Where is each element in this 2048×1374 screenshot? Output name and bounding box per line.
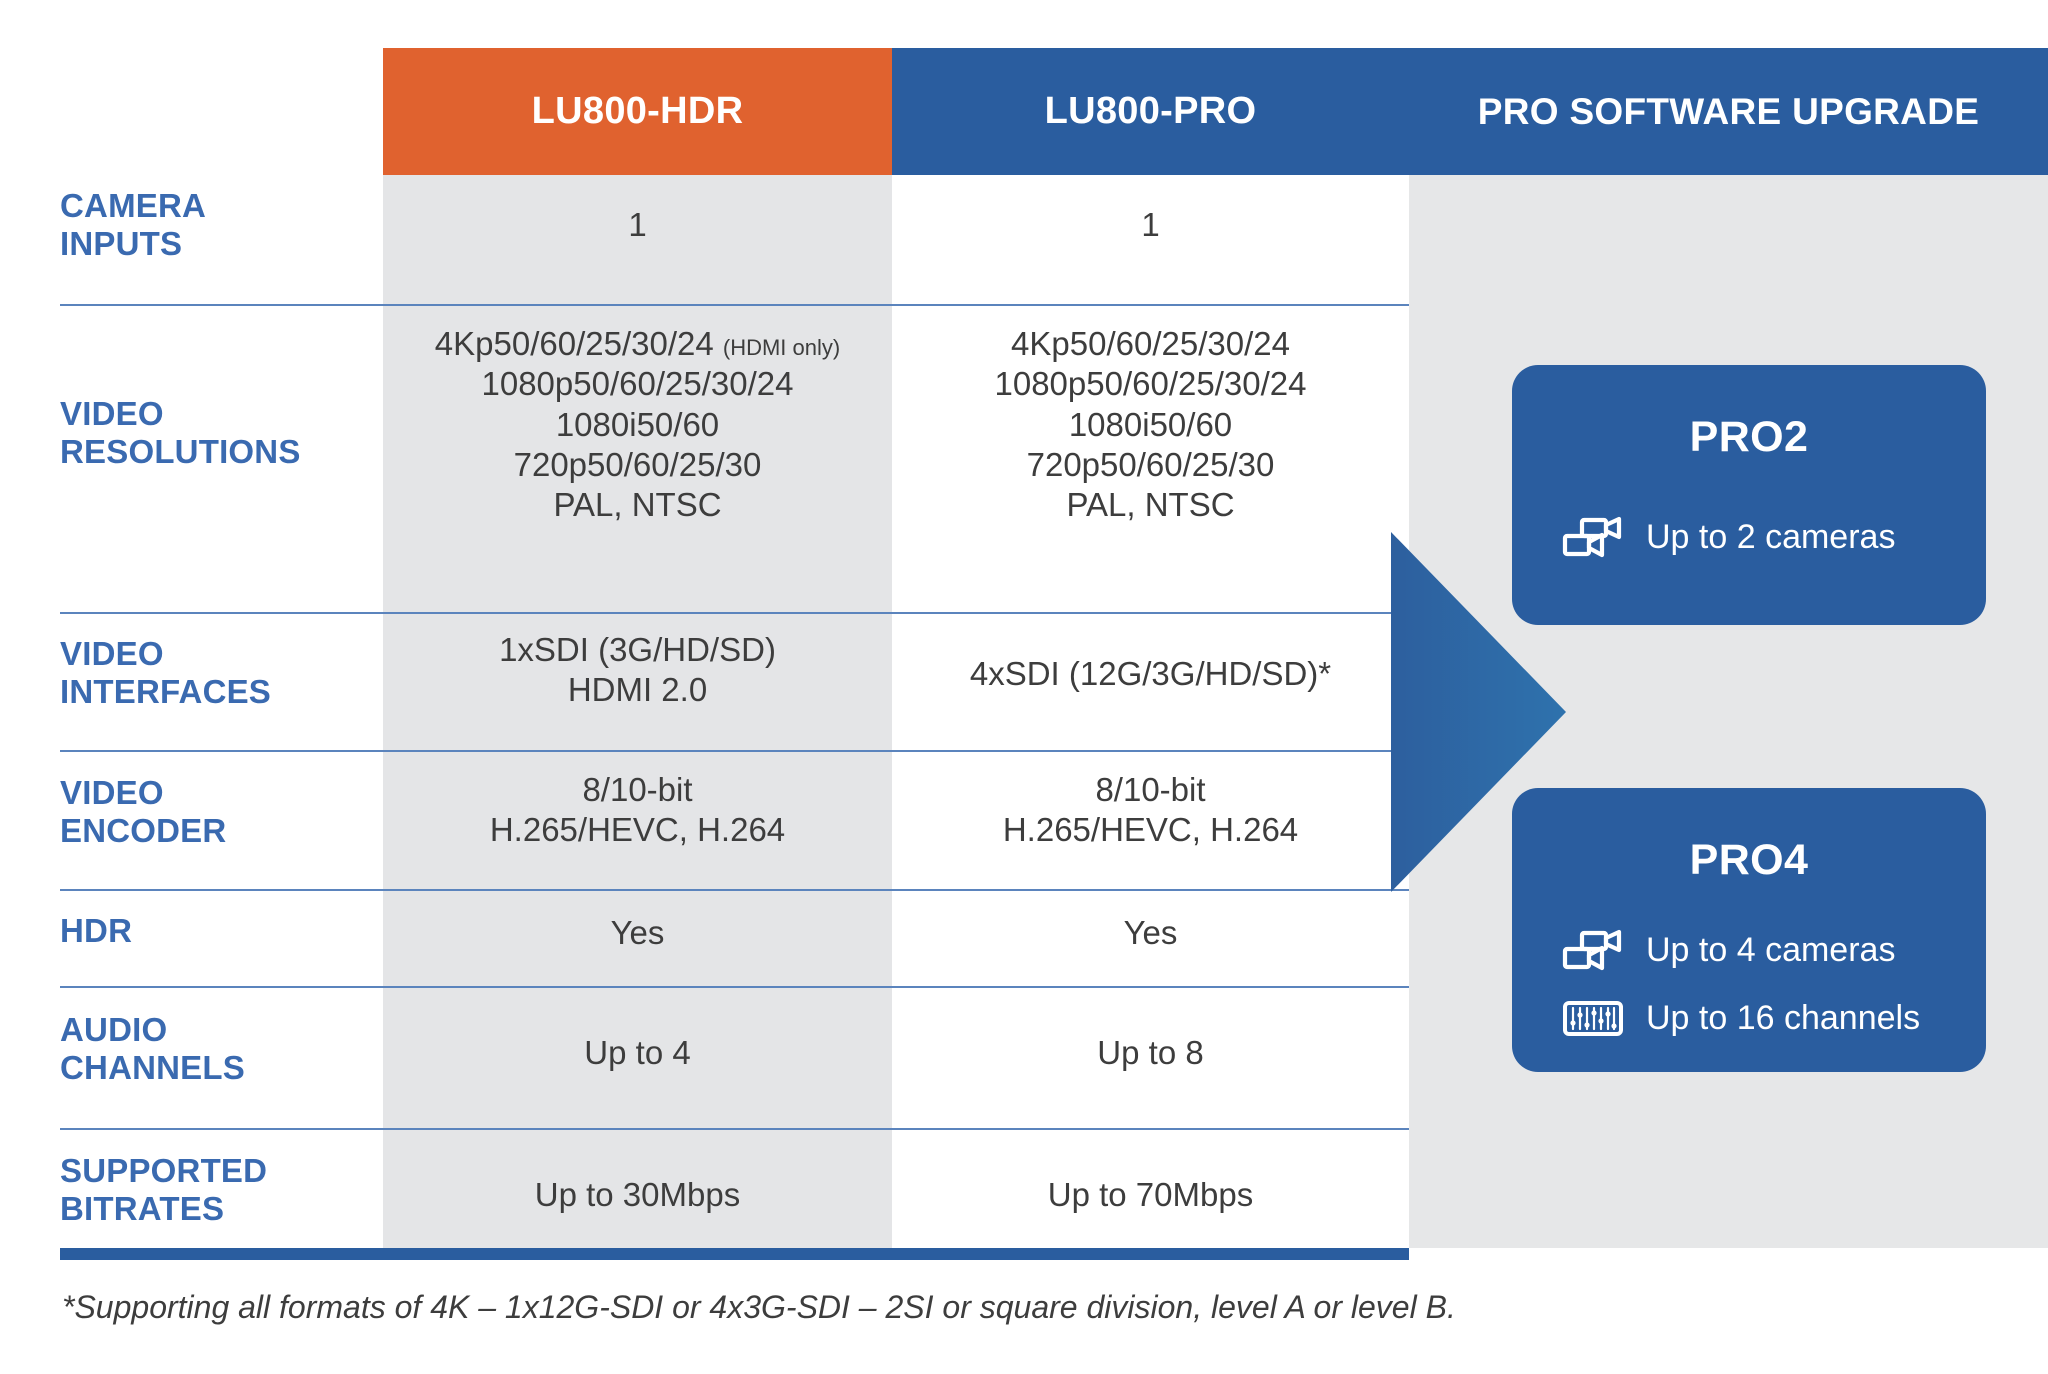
column-header-lu800-pro: LU800-PRO <box>892 48 1409 175</box>
upgrade-card-pro4-feature-cameras: Up to 4 cameras <box>1512 927 1986 973</box>
hdmi-only-note: (HDMI only) <box>722 335 841 360</box>
upgrade-card-pro2-feature-cameras: Up to 2 cameras <box>1512 514 1986 560</box>
cell-audio-channels-pro: Up to 8 <box>1097 1034 1204 1071</box>
cell-video-interfaces-hdr: 1xSDI (3G/HD/SD) HDMI 2.0 <box>499 631 776 709</box>
cell-camera-inputs-pro: 1 <box>1141 206 1160 243</box>
table-row: VIDEO RESOLUTIONS 4Kp50/60/25/30/24 (HDM… <box>60 306 1409 581</box>
row-label-supported-bitrates: SUPPORTED BITRATES <box>60 1152 268 1227</box>
table-row: CAMERA INPUTS 1 1 <box>60 175 1409 285</box>
cell-video-resolutions-hdr: 4Kp50/60/25/30/24 (HDMI only) 1080p50/60… <box>434 325 841 523</box>
cell-video-resolutions-pro: 4Kp50/60/25/30/24 1080p50/60/25/30/24 10… <box>994 325 1307 523</box>
table-bottom-rule <box>60 1248 1409 1260</box>
audio-mixer-icon <box>1562 995 1624 1041</box>
column-header-pro-software-upgrade-label: PRO SOFTWARE UPGRADE <box>1477 90 1980 132</box>
upgrade-card-pro4-feature-channels-label: Up to 16 channels <box>1646 998 1921 1037</box>
column-header-lu800-pro-label: LU800-PRO <box>1044 90 1257 132</box>
upgrade-card-pro2-feature-cameras-label: Up to 2 cameras <box>1646 517 1896 556</box>
cell-camera-inputs-hdr: 1 <box>628 206 647 243</box>
upgrade-card-pro4-feature-cameras-label: Up to 4 cameras <box>1646 930 1896 969</box>
upgrade-card-pro4[interactable]: PRO4 Up to 4 cameras <box>1512 788 1986 1072</box>
table-row: HDR Yes Yes <box>60 891 1409 986</box>
table-row: VIDEO INTERFACES 1xSDI (3G/HD/SD) HDMI 2… <box>60 614 1409 749</box>
column-header-lu800-hdr: LU800-HDR <box>383 48 892 175</box>
cell-video-encoder-pro: 8/10-bit H.265/HEVC, H.264 <box>1002 771 1299 849</box>
cell-video-interfaces-pro: 4xSDI (12G/3G/HD/SD)* <box>969 655 1332 692</box>
column-header-pro-software-upgrade: PRO SOFTWARE UPGRADE <box>1409 48 2048 175</box>
cell-video-encoder-hdr: 8/10-bit H.265/HEVC, H.264 <box>489 771 786 849</box>
table-row: VIDEO ENCODER 8/10-bit H.265/HEVC, H.264… <box>60 752 1409 889</box>
row-divider <box>60 304 1409 306</box>
row-divider <box>60 612 1409 614</box>
cell-supported-bitrates-pro: Up to 70Mbps <box>1047 1176 1254 1213</box>
row-label-video-resolutions: VIDEO RESOLUTIONS <box>60 395 301 470</box>
cell-supported-bitrates-hdr: Up to 30Mbps <box>534 1176 741 1213</box>
cell-hdr-pro: Yes <box>1123 914 1178 951</box>
upgrade-card-pro4-feature-channels: Up to 16 channels <box>1512 995 1986 1041</box>
upgrade-card-pro2[interactable]: PRO2 Up to 2 cameras <box>1512 365 1986 625</box>
table-row: SUPPORTED BITRATES Up to 30Mbps Up to 70… <box>60 1130 1409 1248</box>
dual-camera-icon <box>1562 514 1624 560</box>
upgrade-card-pro2-title: PRO2 <box>1689 413 1809 461</box>
row-divider <box>60 986 1409 988</box>
dual-camera-icon <box>1562 927 1624 973</box>
row-label-audio-channels: AUDIO CHANNELS <box>60 1011 245 1086</box>
hdr-column-shading <box>383 175 892 1248</box>
column-header-lu800-hdr-label: LU800-HDR <box>531 90 744 132</box>
row-divider <box>60 750 1409 752</box>
footnote-text: *Supporting all formats of 4K – 1x12G-SD… <box>62 1289 1456 1325</box>
upgrade-arrow-icon <box>1391 532 1566 892</box>
spec-comparison-table: CAMERA INPUTS 1 1 VIDEO RESOLUTIONS 4Kp5… <box>60 175 1409 1248</box>
row-label-video-encoder: VIDEO ENCODER <box>60 774 227 849</box>
row-label-camera-inputs: CAMERA INPUTS <box>60 187 207 262</box>
table-row: AUDIO CHANNELS Up to 4 Up to 8 <box>60 988 1409 1128</box>
cell-hdr-hdr: Yes <box>610 914 665 951</box>
row-label-hdr: HDR <box>60 912 133 949</box>
row-divider <box>60 889 1409 891</box>
upgrade-card-pro4-title: PRO4 <box>1689 836 1809 884</box>
row-label-video-interfaces: VIDEO INTERFACES <box>60 635 272 710</box>
cell-audio-channels-hdr: Up to 4 <box>584 1034 691 1071</box>
row-divider <box>60 1128 1409 1130</box>
